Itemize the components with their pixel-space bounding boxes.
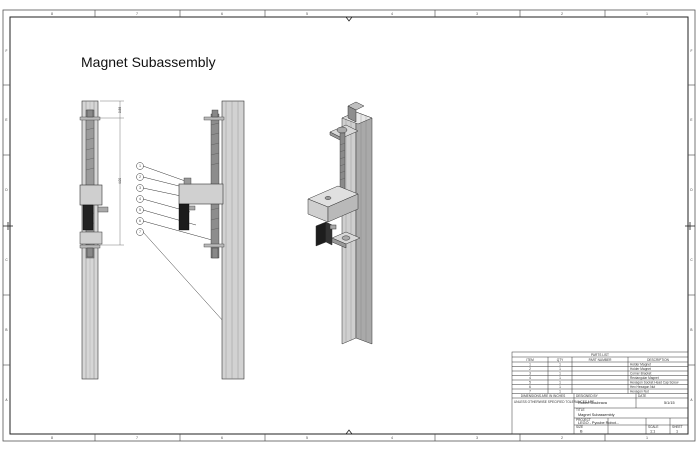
- parts-row-description: Corner Bracket: [630, 372, 652, 376]
- centering-marks: [3, 16, 695, 435]
- zone-column-label: 1: [646, 12, 648, 16]
- dimension-label-top: 0.88: [118, 107, 122, 113]
- zone-row-label: F: [6, 49, 8, 53]
- scale-value: 1:1: [650, 430, 655, 434]
- balloon-number: 5: [139, 208, 141, 212]
- zone-column-label: 3: [476, 12, 478, 16]
- parts-list-header-description: DESCRIPTION: [647, 358, 669, 362]
- designed-by-label: DESIGNED BY: [576, 394, 599, 398]
- parts-row-item: 5: [529, 381, 531, 385]
- tolerance-note: UNLESS OTHERWISE SPECIFIED TOLERANCES AR…: [514, 400, 594, 404]
- zone-column-label: 5: [306, 436, 308, 440]
- parts-row-qty: 1: [559, 372, 561, 376]
- sheet-label: SHEET: [672, 425, 683, 429]
- parts-list-header-item: ITEM: [526, 358, 534, 362]
- zone-row-label: C: [690, 258, 693, 262]
- parts-row-description: Hexagon Socket Head Cap Screw: [630, 381, 679, 385]
- zone-row-label: B: [5, 328, 7, 332]
- title-block-text: DIMENSIONS ARE IN INCHES UNLESS OTHERWIS…: [514, 394, 683, 434]
- zone-column-label: 4: [391, 436, 393, 440]
- zone-row-label: A: [5, 398, 8, 402]
- balloon-number: 2: [139, 175, 141, 179]
- title-block: [511, 351, 689, 435]
- zone-row-label: C: [5, 258, 8, 262]
- parts-row-description: Hexagon Nut: [630, 390, 649, 394]
- zone-row-label: E: [690, 118, 692, 122]
- parts-row-item: 2: [529, 367, 531, 371]
- drawing-title-value: Magnet Subassembly: [578, 413, 615, 417]
- zone-column-label: 2: [561, 436, 563, 440]
- zone-column-label: 6: [221, 12, 223, 16]
- balloon-numbers: 1 2 3 4 5 6 7: [139, 164, 141, 234]
- zone-column-label: 5: [306, 12, 308, 16]
- parts-row-item: 3: [529, 372, 531, 376]
- parts-row-qty: 1: [559, 390, 561, 394]
- parts-list-text: PARTS LIST ITEM QTY PART NUMBER DESCRIPT…: [526, 353, 679, 394]
- designed-by-value: Robert Doubrava: [578, 401, 608, 405]
- date-value: 5/1/15: [664, 401, 675, 405]
- balloon-callouts: [136, 162, 225, 323]
- size-label: SIZE: [576, 425, 583, 429]
- zone-labels-right: F E D C B A: [690, 49, 693, 402]
- dimension-lines: [100, 100, 124, 246]
- parts-row-description: Holder Magnet: [630, 367, 651, 371]
- zone-ticks: [3, 10, 695, 441]
- zone-column-label: 6: [221, 436, 223, 440]
- side-view: [178, 100, 245, 380]
- parts-row-qty: 1: [559, 363, 561, 367]
- balloon-number: 3: [139, 186, 141, 190]
- parts-row-description: Rectangular Magnet: [630, 376, 659, 380]
- zone-column-label: 8: [51, 12, 53, 16]
- outer-border: [2, 9, 696, 442]
- zone-column-label: 2: [561, 12, 563, 16]
- dimensions-note: DIMENSIONS ARE IN INCHES: [521, 394, 565, 398]
- project-label: PROJECT: [576, 418, 591, 422]
- parts-row-description: Holder Magnet: [630, 363, 651, 367]
- zone-labels-top: 8 7 6 5 4 3 2 1: [51, 12, 648, 16]
- zone-column-label: 4: [391, 12, 393, 16]
- zone-labels-left: F E D C B A: [5, 49, 8, 402]
- zone-row-label: F: [691, 49, 693, 53]
- balloon-number: 1: [139, 164, 141, 168]
- parts-row-qty: 1: [559, 381, 561, 385]
- balloon-number: 4: [139, 197, 141, 201]
- size-value: B: [580, 430, 583, 434]
- zone-labels-bottom: 8 7 6 5 4 3 2 1: [51, 436, 648, 440]
- zone-row-label: D: [5, 188, 8, 192]
- date-label: DATE: [638, 394, 646, 398]
- balloon-number: 6: [139, 219, 141, 223]
- zone-column-label: 3: [476, 436, 478, 440]
- zone-column-label: 8: [51, 436, 53, 440]
- page-title: Magnet Subassembly: [81, 54, 216, 70]
- zone-row-label: E: [5, 118, 7, 122]
- project-value: LEGO - Pycube Robot...: [578, 421, 619, 425]
- zone-column-label: 7: [136, 436, 138, 440]
- parts-row-qty: 1: [559, 385, 561, 389]
- parts-row-item: 4: [529, 376, 531, 380]
- parts-row-item: 7: [529, 390, 531, 394]
- zone-row-label: A: [690, 398, 693, 402]
- dimension-label-height: 4.00: [118, 178, 122, 184]
- parts-row-description: Hex Hexagon Nut: [630, 385, 655, 389]
- parts-list-header-qty: QTY: [557, 358, 564, 362]
- title-label: TITLE: [576, 408, 585, 412]
- isometric-view: [307, 101, 373, 345]
- parts-row-qty: 1: [559, 376, 561, 380]
- sheet-value: 1: [676, 430, 678, 434]
- parts-list-title: PARTS LIST: [591, 353, 609, 357]
- balloon-number: 7: [139, 230, 141, 234]
- front-view: [79, 100, 109, 380]
- parts-list-header-part-number: PART NUMBER: [589, 358, 613, 362]
- zone-column-label: 7: [136, 12, 138, 16]
- zone-row-label: B: [690, 328, 692, 332]
- zone-column-label: 1: [646, 436, 648, 440]
- zone-row-label: D: [690, 188, 693, 192]
- scale-label: SCALE: [648, 425, 658, 429]
- parts-row-item: 6: [529, 385, 531, 389]
- parts-row-qty: 1: [559, 367, 561, 371]
- parts-row-item: 1: [529, 363, 531, 367]
